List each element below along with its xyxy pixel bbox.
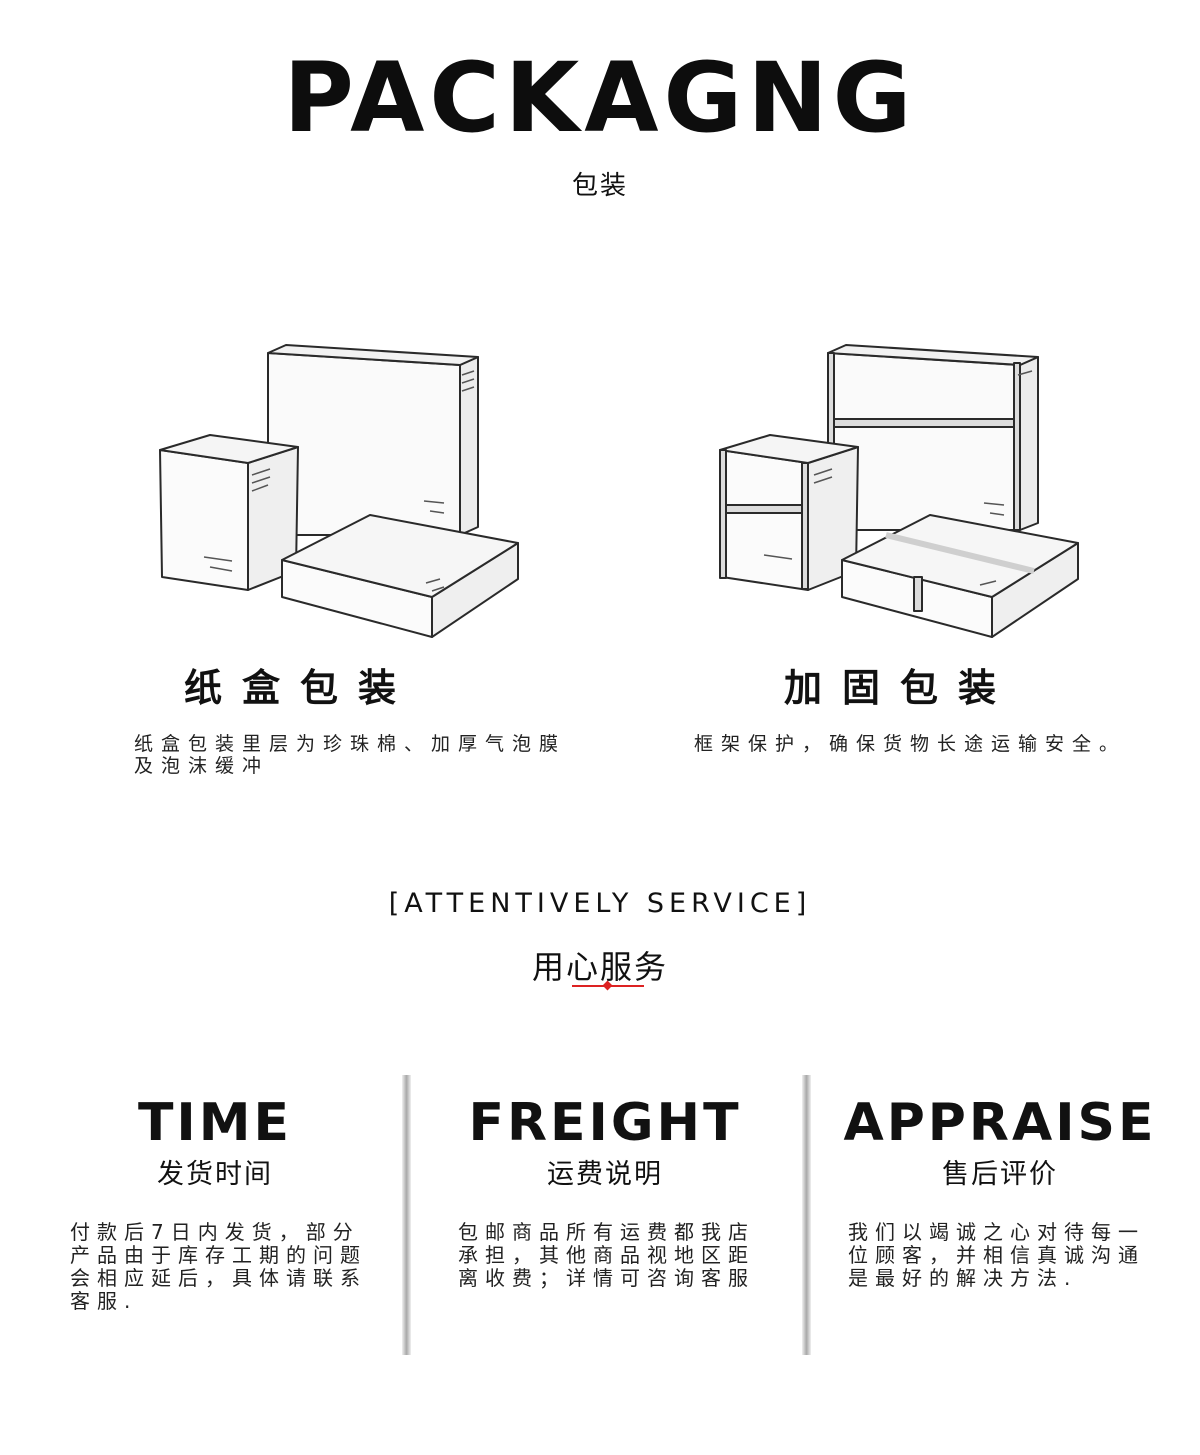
reinforced-packaging-description: 框架保护，确保货物长途运输安全。 — [694, 733, 1127, 755]
carton-packaging-description: 纸盒包装里层为珍珠棉、加厚气泡膜及泡沫缓冲 — [134, 733, 567, 777]
appraise-title: APPRAISE — [843, 1093, 1157, 1153]
service-title-cn: 用心服务 — [531, 948, 668, 986]
freight-description: 包邮商品所有运费都我店承担，其他商品视地区距离收费；详情可咨询客服 — [458, 1220, 755, 1290]
time-subtitle: 发货时间 — [157, 1159, 273, 1190]
service-title-en: [ATTENTIVELY SERVICE] — [388, 888, 812, 919]
carton-boxes-icon — [159, 344, 519, 638]
page-subtitle: 包装 — [571, 171, 628, 201]
column-divider — [802, 1075, 811, 1355]
appraise-description: 我们以竭诚之心对待每一位顾客，并相信真诚沟通是最好的解决方法. — [848, 1220, 1145, 1290]
carton-packaging-title: 纸盒包装 — [183, 666, 416, 710]
reinforced-boxes-icon — [719, 344, 1079, 638]
time-title: TIME — [137, 1093, 293, 1153]
freight-subtitle: 运费说明 — [547, 1159, 663, 1190]
column-divider — [402, 1075, 411, 1355]
time-description: 付款后7日内发货，部分产品由于库存工期的问题会相应延后，具体请联系客服. — [70, 1220, 367, 1313]
page-title: PACKAGNG — [283, 42, 917, 154]
freight-title: FREIGHT — [468, 1093, 742, 1153]
appraise-subtitle: 售后评价 — [942, 1159, 1058, 1190]
reinforced-packaging-title: 加固包装 — [783, 666, 1016, 710]
